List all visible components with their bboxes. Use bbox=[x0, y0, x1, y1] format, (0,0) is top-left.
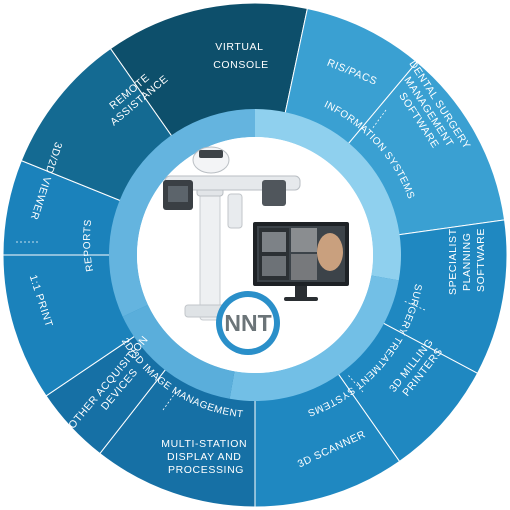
category-label-reports: REPORTS bbox=[82, 219, 96, 273]
outer-dividers bbox=[16, 109, 426, 411]
nnt-logo: NNT bbox=[224, 310, 271, 336]
logo-disc bbox=[222, 297, 274, 349]
category-band-information-systems bbox=[255, 109, 401, 281]
cbct-scanner-icon bbox=[163, 146, 301, 321]
category-band-2d-3d-image-management bbox=[122, 304, 235, 399]
workstation-monitor-icon bbox=[253, 222, 349, 301]
segment-label-specialist-planning-software: SPECIALIST PLANNING SOFTWARE bbox=[447, 225, 487, 295]
segment-label-virtual-console: VIRTUAL CONSOLE bbox=[213, 41, 269, 71]
category-ring bbox=[109, 109, 401, 401]
category-band-surgery-treatment-systems bbox=[229, 275, 399, 401]
segment-label-multi-station: MULTI-STATION DISPLAY AND PROCESSING bbox=[161, 438, 251, 476]
category-band-reports bbox=[109, 109, 256, 317]
